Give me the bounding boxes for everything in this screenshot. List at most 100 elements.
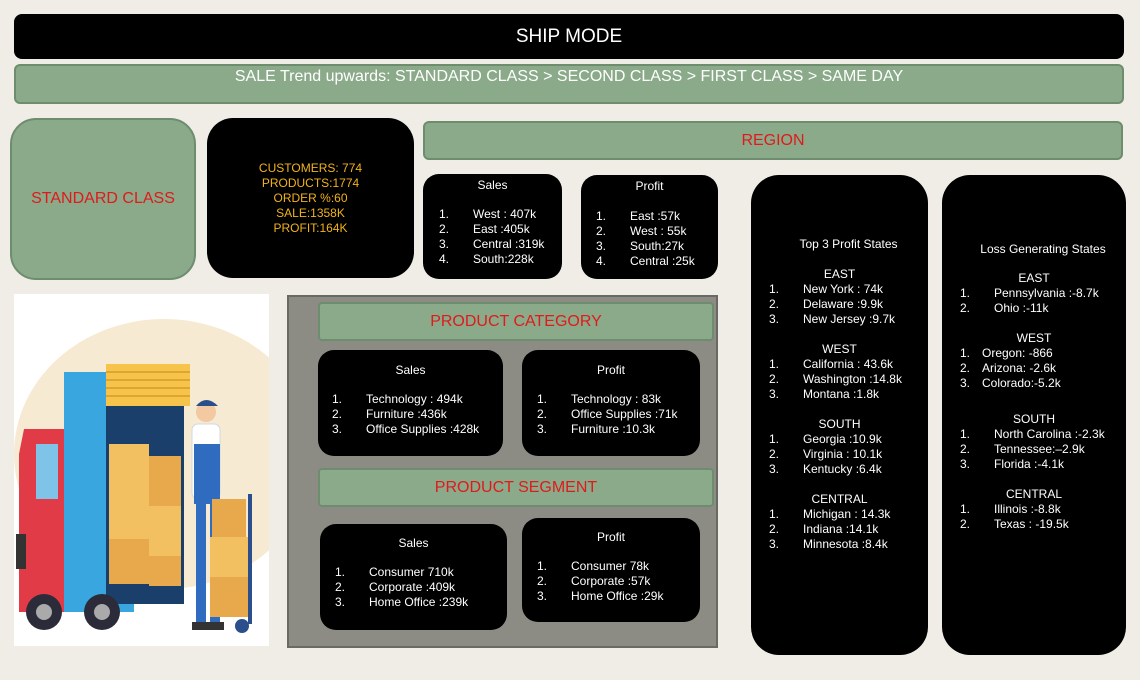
list-number: 1.: [769, 507, 780, 521]
list-text: New York : 74k: [803, 282, 884, 296]
list-number: 1.: [769, 357, 780, 371]
list-text: Michigan : 14.3k: [803, 507, 891, 521]
list-item: 1. West : 407k: [439, 207, 562, 222]
list-number: 2.: [960, 301, 971, 315]
list-text: New Jersey :9.7k: [803, 312, 896, 326]
list-number: 2.: [332, 407, 343, 421]
top-profit-states-panel: Top 3 Profit States EAST 1. New York : 74…: [751, 175, 928, 655]
list-text: Corporate :57k: [571, 574, 651, 588]
list-item: 3.Colorado:-5.2k: [960, 376, 1126, 391]
list-text: Central :25k: [630, 254, 695, 268]
list-number: 1.: [960, 502, 971, 516]
list-text: California : 43.6k: [803, 357, 894, 371]
state-group-west: WEST 1.California : 43.6k 2.Washington :…: [769, 342, 928, 402]
list-text: Consumer 710k: [369, 565, 454, 579]
list-text: Montana :1.8k: [803, 387, 880, 401]
list-number: 1.: [335, 565, 346, 579]
page-title: SHIP MODE: [14, 14, 1124, 59]
product-segment-header: PRODUCT SEGMENT: [318, 468, 714, 507]
list-number: 4.: [439, 252, 450, 266]
list-text: Corporate :409k: [369, 580, 456, 594]
segment-profit-card: Profit 1.Consumer 78k 2.Corporate :57k 3…: [522, 518, 700, 622]
top-profit-title: Top 3 Profit States: [799, 237, 898, 251]
list-item: 1.Oregon: -866: [960, 346, 1126, 361]
trend-banner: SALE Trend upwards: STANDARD CLASS > SEC…: [14, 64, 1124, 104]
list-text: Technology : 494k: [366, 392, 463, 406]
list-text: West : 407k: [473, 207, 537, 221]
list-text: Office Supplies :428k: [366, 422, 480, 436]
list-text: South:228k: [473, 252, 534, 266]
state-group-south: SOUTH 1.Georgia :10.9k 2.Virginia : 10.1…: [769, 417, 928, 477]
list-item: 1. Consumer 710k: [335, 565, 507, 580]
region-header: REGION: [423, 121, 1123, 160]
list-item: 2.Texas : -19.5k: [960, 517, 1126, 532]
list-item: 3.South:27k: [596, 239, 718, 254]
list-number: 2.: [960, 442, 971, 456]
ship-class-label: STANDARD CLASS: [10, 118, 196, 280]
list-text: Technology : 83k: [571, 392, 662, 406]
list-text: Furniture :10.3k: [571, 422, 656, 436]
loss-states-panel: Loss Generating States EAST 1.Pennsylvan…: [942, 175, 1126, 655]
list-item: 2. Washington :14.8k: [769, 372, 928, 387]
list-item: 2.Furniture :436k: [332, 407, 503, 422]
list-number: 1.: [769, 282, 780, 296]
list-number: 1.: [439, 207, 450, 221]
list-number: 1.: [960, 346, 971, 360]
list-number: 3.: [335, 595, 346, 609]
list-text: Washington :14.8k: [803, 372, 902, 386]
state-group-south: SOUTH 1.North Carolina :-2.3k 2.Tennesse…: [960, 412, 1126, 472]
list-number: 1.: [960, 286, 971, 300]
category-sales-card: Sales 1.Technology : 494k 2.Furniture :4…: [318, 350, 503, 456]
card-title: Sales: [477, 178, 508, 192]
list-number: 2.: [537, 574, 548, 588]
list-item: 3.Florida :-4.1k: [960, 457, 1126, 472]
list-item: 1.Technology : 83k: [537, 392, 700, 407]
list-number: 3.: [769, 537, 780, 551]
stat-order-percent: ORDER %:60: [273, 190, 348, 205]
list-text: Delaware :9.9k: [803, 297, 884, 311]
list-number: 2.: [960, 517, 971, 531]
list-text: Indiana :14.1k: [803, 522, 879, 536]
list-text: Kentucky :6.4k: [803, 462, 882, 476]
list-text: Georgia :10.9k: [803, 432, 882, 446]
list-number: 1.: [332, 392, 343, 406]
list-item: 2.Arizona: -2.6k: [960, 361, 1126, 376]
list-text: Ohio :-11k: [994, 301, 1049, 315]
list-item: 3.Minnesota :8.4k: [769, 537, 928, 552]
list-number: 1.: [537, 559, 548, 573]
list-number: 3.: [769, 312, 780, 326]
list-item: 3.Central :319k: [439, 237, 562, 252]
state-group-west: WEST 1.Oregon: -866 2.Arizona: -2.6k 3.C…: [960, 331, 1126, 391]
stat-sale: SALE:1358K: [276, 205, 345, 220]
list-number: 3.: [537, 422, 548, 436]
state-group-central: CENTRAL 1.Illinois :-8.8k 2.Texas : -19.…: [960, 487, 1126, 532]
product-category-title: PRODUCT CATEGORY: [430, 312, 602, 330]
list-item: 1. New York : 74k: [769, 282, 928, 297]
stat-products: PRODUCTS:1774: [261, 175, 360, 190]
delivery-truck-icon: [14, 294, 314, 646]
segment-sales-card: Sales 1.Consumer 710k 2.Corporate :409k …: [320, 524, 507, 630]
state-group-central: CENTRAL 1.Michigan : 14.3k 2.Indiana :14…: [769, 492, 928, 552]
state-group-east: EAST 1.New York : 74k 2.Delaware :9.9k 3…: [769, 267, 928, 327]
list-text: Florida :-4.1k: [994, 457, 1065, 471]
list-item: 3.Kentucky :6.4k: [769, 462, 928, 477]
list-item: 3.Home Office :29k: [537, 589, 700, 604]
stat-customers: CUSTOMERS: 774: [258, 160, 363, 175]
list-item: 1.East :57k: [596, 209, 718, 224]
list-number: 2.: [439, 222, 450, 236]
list-item: 2. Tennessee:–2.9k: [960, 442, 1126, 457]
list-text: Tennessee:–2.9k: [994, 442, 1085, 456]
list-number: 2.: [537, 407, 548, 421]
list-number: 3.: [769, 387, 780, 401]
group-title: EAST: [823, 267, 856, 281]
ship-class-name: STANDARD CLASS: [31, 190, 175, 207]
list-number: 2.: [769, 447, 780, 461]
list-item: 1.North Carolina :-2.3k: [960, 427, 1126, 442]
list-item: 2. Ohio :-11k: [960, 301, 1126, 316]
list-text: Consumer 78k: [571, 559, 650, 573]
list-text: Office Supplies :71k: [571, 407, 678, 421]
list-item: 1. Michigan : 14.3k: [769, 507, 928, 522]
list-number: 2.: [769, 372, 780, 386]
list-number: 4.: [596, 254, 607, 268]
trend-text: SALE Trend upwards: STANDARD CLASS > SEC…: [234, 68, 904, 85]
